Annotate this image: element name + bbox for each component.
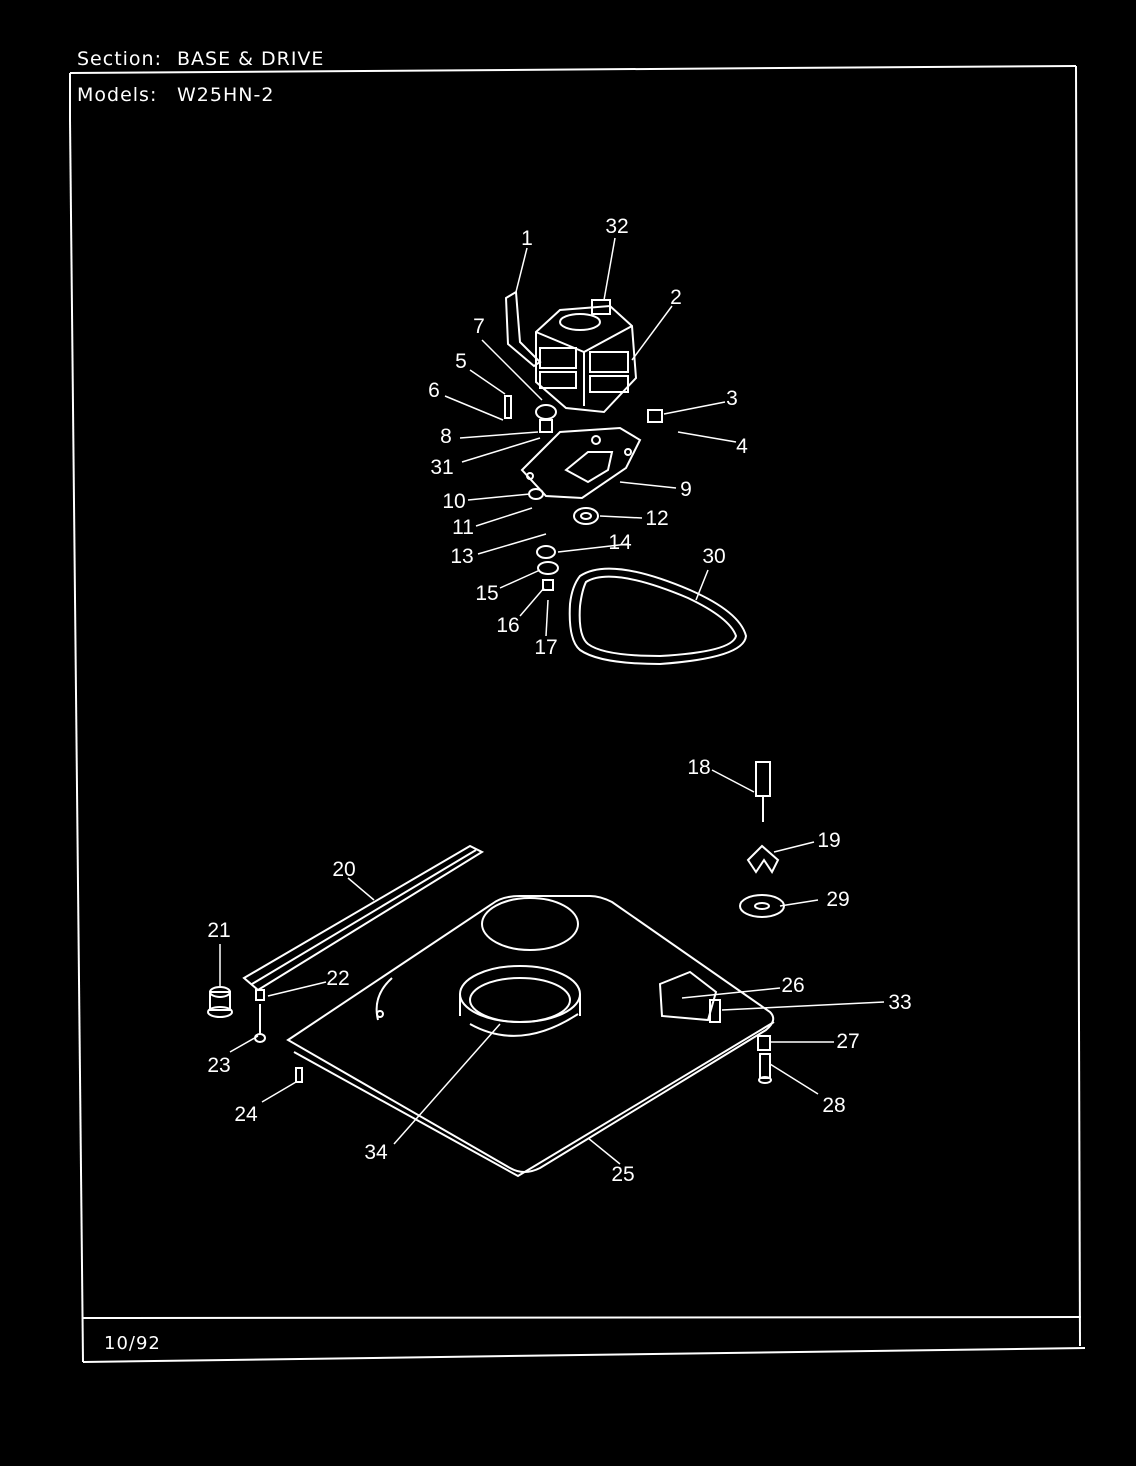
clip-33 [709, 999, 721, 1023]
section-value: BASE & DRIVE [177, 48, 325, 70]
drive-motor [535, 304, 638, 414]
callout-13: 13 [450, 545, 473, 568]
motor-bracket-strap [504, 290, 542, 368]
callout-8: 8 [440, 425, 452, 448]
callout-labels: 1322753648319101211131430151617181929202… [207, 215, 911, 1186]
callout-21: 21 [207, 919, 230, 942]
motor-pulley [535, 404, 557, 433]
callout-31: 31 [430, 456, 453, 479]
section-line: Section: BASE & DRIVE [77, 48, 324, 70]
nut-16 [542, 579, 554, 591]
models-value: W25HN-2 [177, 84, 275, 106]
page-frame [69, 65, 1086, 1363]
callout-7: 7 [473, 315, 485, 338]
washer-14 [536, 545, 556, 559]
callout-1: 1 [521, 227, 533, 250]
callout-6: 6 [428, 379, 440, 402]
callout-14: 14 [608, 531, 632, 554]
drive-belt [568, 567, 748, 666]
models-label: Models: [77, 84, 158, 106]
callout-27: 27 [836, 1030, 859, 1053]
leader-lines [219, 237, 885, 1165]
callout-17: 17 [534, 636, 557, 659]
callout-30: 30 [702, 545, 725, 568]
pump-clip-19 [746, 844, 780, 874]
callout-16: 16 [496, 614, 519, 637]
callout-5: 5 [455, 350, 467, 373]
callout-24: 24 [234, 1103, 258, 1126]
bushing-12 [573, 507, 599, 525]
callout-18: 18 [687, 756, 710, 779]
callout-28: 28 [822, 1094, 845, 1117]
tub-support-ring [459, 965, 581, 1023]
callout-10: 10 [442, 490, 465, 513]
screw-24 [295, 1067, 303, 1083]
callout-29: 29 [826, 888, 849, 911]
callout-23: 23 [207, 1054, 230, 1077]
nut-10 [528, 488, 544, 500]
motor-mount-plate [520, 426, 642, 500]
screw-3 [647, 409, 663, 423]
callout-32: 32 [605, 215, 628, 238]
switch-bracket-26 [658, 970, 718, 1022]
callout-33: 33 [888, 991, 911, 1014]
screw-22 [255, 989, 265, 1001]
machine-base-plate [286, 895, 775, 1178]
motor-connector [591, 299, 611, 315]
pump-shaft-18 [755, 761, 771, 822]
models-line: Models: W25HN-2 [77, 84, 274, 106]
callout-15: 15 [475, 582, 498, 605]
callout-34: 34 [364, 1141, 388, 1164]
screw-6 [504, 395, 512, 419]
leveling-leg-27 [757, 1035, 771, 1051]
washer-15 [537, 561, 559, 575]
pump-brace-20 [242, 844, 485, 992]
revision-date: 10/92 [104, 1333, 161, 1354]
callout-22: 22 [326, 967, 349, 990]
leg-21 [207, 986, 233, 1018]
base-bracket-arc [375, 977, 393, 1021]
callout-19: 19 [817, 829, 840, 852]
section-label: Section: [77, 48, 162, 70]
callout-25: 25 [611, 1163, 634, 1186]
callout-12: 12 [645, 507, 668, 530]
callout-11: 11 [452, 516, 474, 539]
callout-3: 3 [726, 387, 738, 410]
callout-9: 9 [680, 478, 692, 501]
callout-2: 2 [670, 286, 682, 309]
callout-4: 4 [736, 435, 748, 458]
callout-20: 20 [332, 858, 355, 881]
callout-26: 26 [781, 974, 804, 997]
leveling-foot-28 [758, 1053, 772, 1084]
pump-seal-29 [739, 894, 785, 918]
